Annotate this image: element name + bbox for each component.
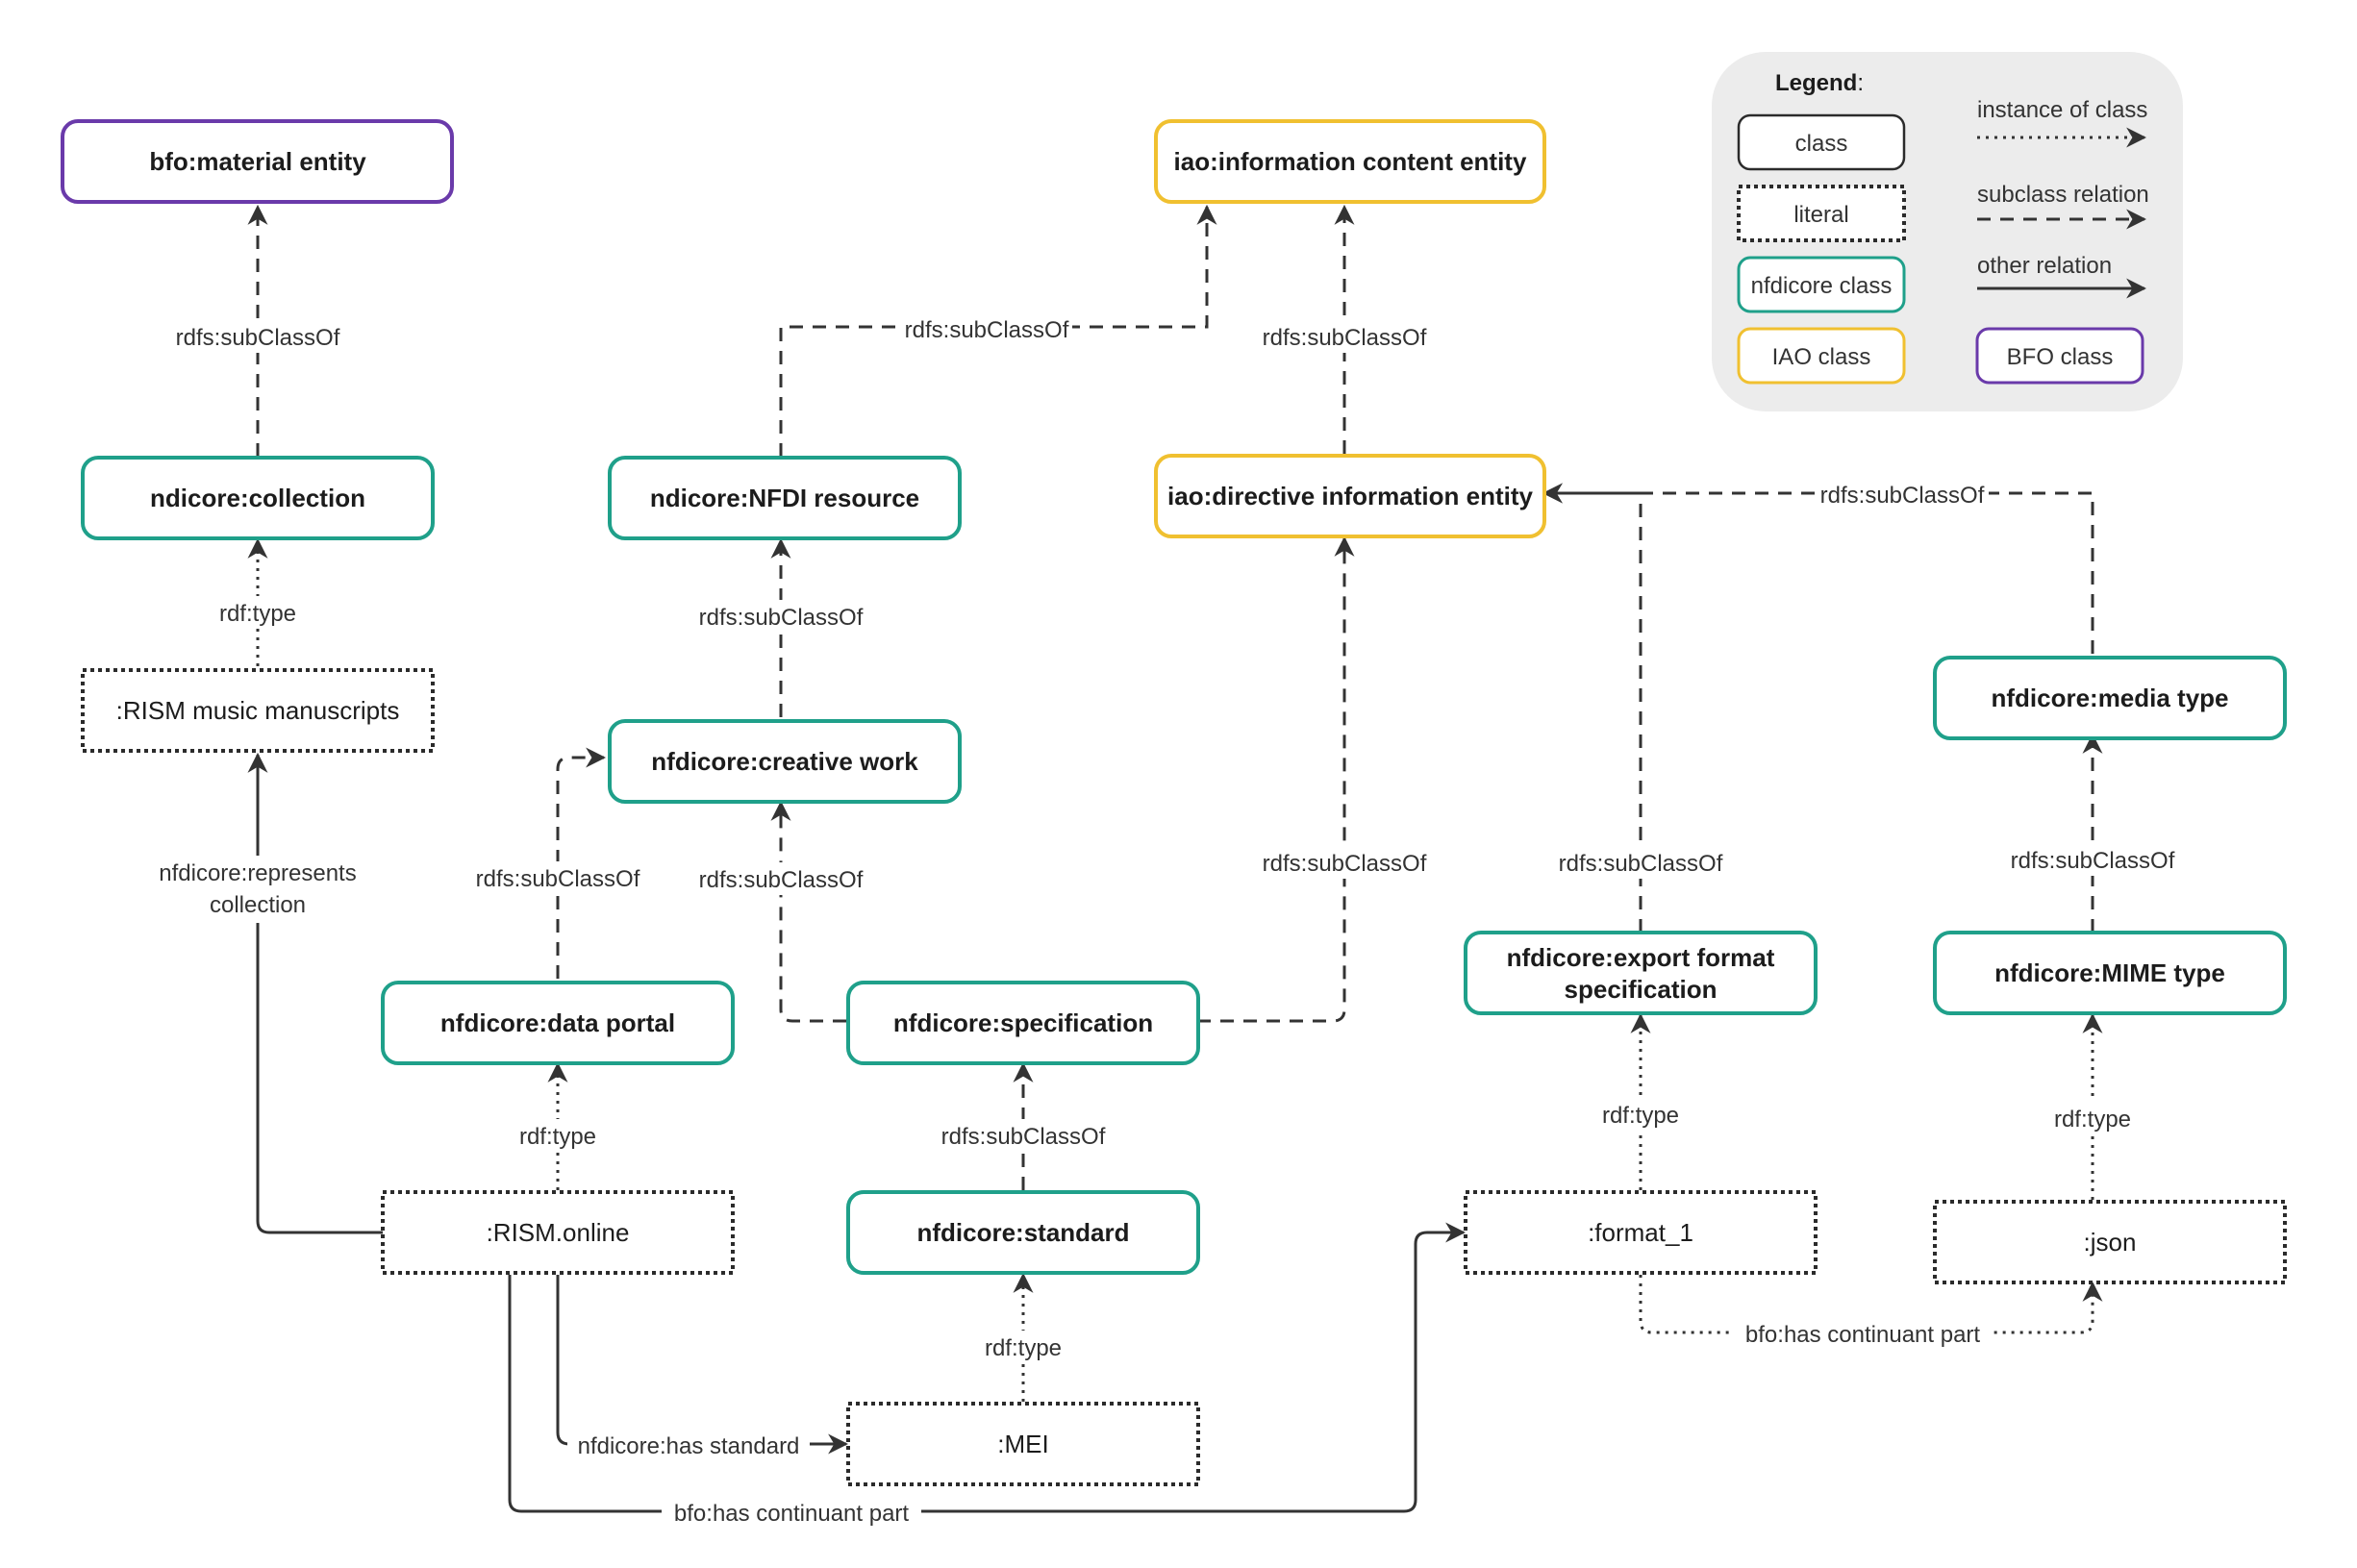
- legend-bfo-class: BFO class: [1975, 327, 2144, 385]
- node-label: specification: [1565, 975, 1718, 1004]
- node-iao-information-content-entity[interactable]: iao:information content entity: [1154, 119, 1546, 204]
- legend-literal: literal: [1737, 185, 1906, 242]
- node-nfdicore-data-portal[interactable]: nfdicore:data portal: [381, 981, 735, 1065]
- node-nfdicore-mime-type[interactable]: nfdicore:MIME type: [1933, 931, 2287, 1015]
- edge-spec-die: [1197, 535, 1355, 1023]
- legend-class: class: [1737, 113, 1906, 171]
- legend-iao-class: IAO class: [1737, 327, 1906, 385]
- edge-label: nfdicore:represents: [159, 860, 356, 886]
- node-nfdicore-standard[interactable]: nfdicore:standard: [846, 1190, 1200, 1275]
- edge-has-standard: [556, 1275, 849, 1455]
- edge-label: rdfs:subClassOf: [2011, 848, 2175, 874]
- node-label: nfdicore:data portal: [440, 1008, 675, 1037]
- legend: Legend: class literal nfdicore class IAO…: [1712, 52, 2183, 411]
- legend-subclass-relation: subclass relation: [1977, 182, 2149, 230]
- edge-label: rdf:type: [985, 1335, 1062, 1361]
- edge-label: rdfs:subClassOf: [699, 867, 864, 893]
- node-label: iao:directive information entity: [1167, 482, 1533, 510]
- edge-label: rdf:type: [2054, 1107, 2131, 1132]
- edge-label: rdf:type: [519, 1124, 596, 1150]
- edge-label: rdfs:subClassOf: [1263, 851, 1427, 877]
- edge-label: rdf:type: [1602, 1103, 1679, 1129]
- edge-label: rdfs:subClassOf: [699, 605, 864, 631]
- edge-label: nfdicore:has standard: [578, 1433, 800, 1459]
- node-label: :format_1: [1588, 1218, 1693, 1247]
- node-json[interactable]: :json: [1933, 1200, 2287, 1284]
- node-label: :MEI: [997, 1430, 1048, 1458]
- edge-label: bfo:has continuant part: [1745, 1322, 1981, 1348]
- node-nfdicore-creative-work[interactable]: nfdicore:creative work: [608, 719, 962, 804]
- legend-label: IAO class: [1772, 344, 1871, 370]
- node-label: :RISM music manuscripts: [116, 696, 400, 725]
- node-ndicore-collection[interactable]: ndicore:collection: [81, 456, 435, 540]
- node-ndicore-nfdi-resource[interactable]: ndicore:NFDI resource: [608, 456, 962, 540]
- edge-spec-creative: [770, 800, 846, 1023]
- legend-other-relation: other relation: [1977, 253, 2147, 299]
- edge-label: rdfs:subClassOf: [176, 325, 340, 351]
- node-label: bfo:material entity: [149, 147, 366, 176]
- legend-label: literal: [1793, 202, 1848, 228]
- legend-label: other relation: [1977, 253, 2112, 279]
- node-nfdicore-specification[interactable]: nfdicore:specification: [846, 981, 1200, 1065]
- edge-label: rdfs:subClassOf: [905, 317, 1069, 343]
- node-label: ndicore:NFDI resource: [650, 484, 919, 512]
- edge-label: rdfs:subClassOf: [476, 866, 640, 892]
- node-iao-directive-information-entity[interactable]: iao:directive information entity: [1154, 454, 1546, 538]
- edge-label: rdfs:subClassOf: [941, 1124, 1106, 1150]
- node-rism-music-manuscripts[interactable]: :RISM music manuscripts: [81, 668, 435, 753]
- node-label: ndicore:collection: [150, 484, 365, 512]
- legend-label: instance of class: [1977, 97, 2147, 123]
- legend-instance-of-class: instance of class: [1977, 97, 2147, 148]
- legend-label: subclass relation: [1977, 182, 2149, 208]
- node-label: nfdicore:MIME type: [1994, 958, 2225, 987]
- node-nfdicore-export-format-specification[interactable]: nfdicore:export format specification: [1464, 931, 1818, 1015]
- node-label: nfdicore:creative work: [651, 747, 918, 776]
- node-label: iao:information content entity: [1174, 147, 1527, 176]
- edge-export-subclass: [1542, 483, 1642, 933]
- edge-labels: rdfs:subClassOf rdfs:subClassOf rdfs:sub…: [149, 312, 2179, 1529]
- legend-title: Legend:: [1775, 70, 1864, 96]
- edge-label: collection: [210, 892, 306, 918]
- edge-label: rdfs:subClassOf: [1559, 851, 1723, 877]
- node-label: :RISM.online: [487, 1218, 630, 1247]
- legend-label: BFO class: [2007, 344, 2114, 370]
- edge-online-format-part: [508, 1222, 1467, 1513]
- node-label: nfdicore:media type: [1991, 684, 2228, 712]
- node-mei[interactable]: :MEI: [846, 1402, 1200, 1486]
- edge-label: rdfs:subClassOf: [1820, 483, 1985, 509]
- node-label: :json: [2084, 1228, 2137, 1257]
- edge-represents: [247, 752, 383, 1234]
- edge-media-subclass: [1542, 483, 2094, 654]
- node-nfdicore-media-type[interactable]: nfdicore:media type: [1933, 656, 2287, 740]
- node-format-1[interactable]: :format_1: [1464, 1190, 1818, 1275]
- legend-label: nfdicore class: [1751, 273, 1893, 299]
- node-bfo-material-entity[interactable]: bfo:material entity: [61, 119, 454, 204]
- node-label: nfdicore:standard: [916, 1218, 1129, 1247]
- edge-label: bfo:has continuant part: [674, 1501, 910, 1527]
- edge-label: rdf:type: [219, 601, 296, 627]
- legend-nfdicore-class: nfdicore class: [1737, 256, 1906, 313]
- node-label: nfdicore:export format: [1507, 943, 1775, 972]
- edge-label: rdfs:subClassOf: [1263, 325, 1427, 351]
- node-label: nfdicore:specification: [893, 1008, 1153, 1037]
- edge-portal-subclass: [556, 747, 607, 979]
- legend-label: class: [1795, 131, 1848, 157]
- node-rism-online[interactable]: :RISM.online: [381, 1190, 735, 1275]
- nodes: bfo:material entity iao:information cont…: [61, 119, 2287, 1486]
